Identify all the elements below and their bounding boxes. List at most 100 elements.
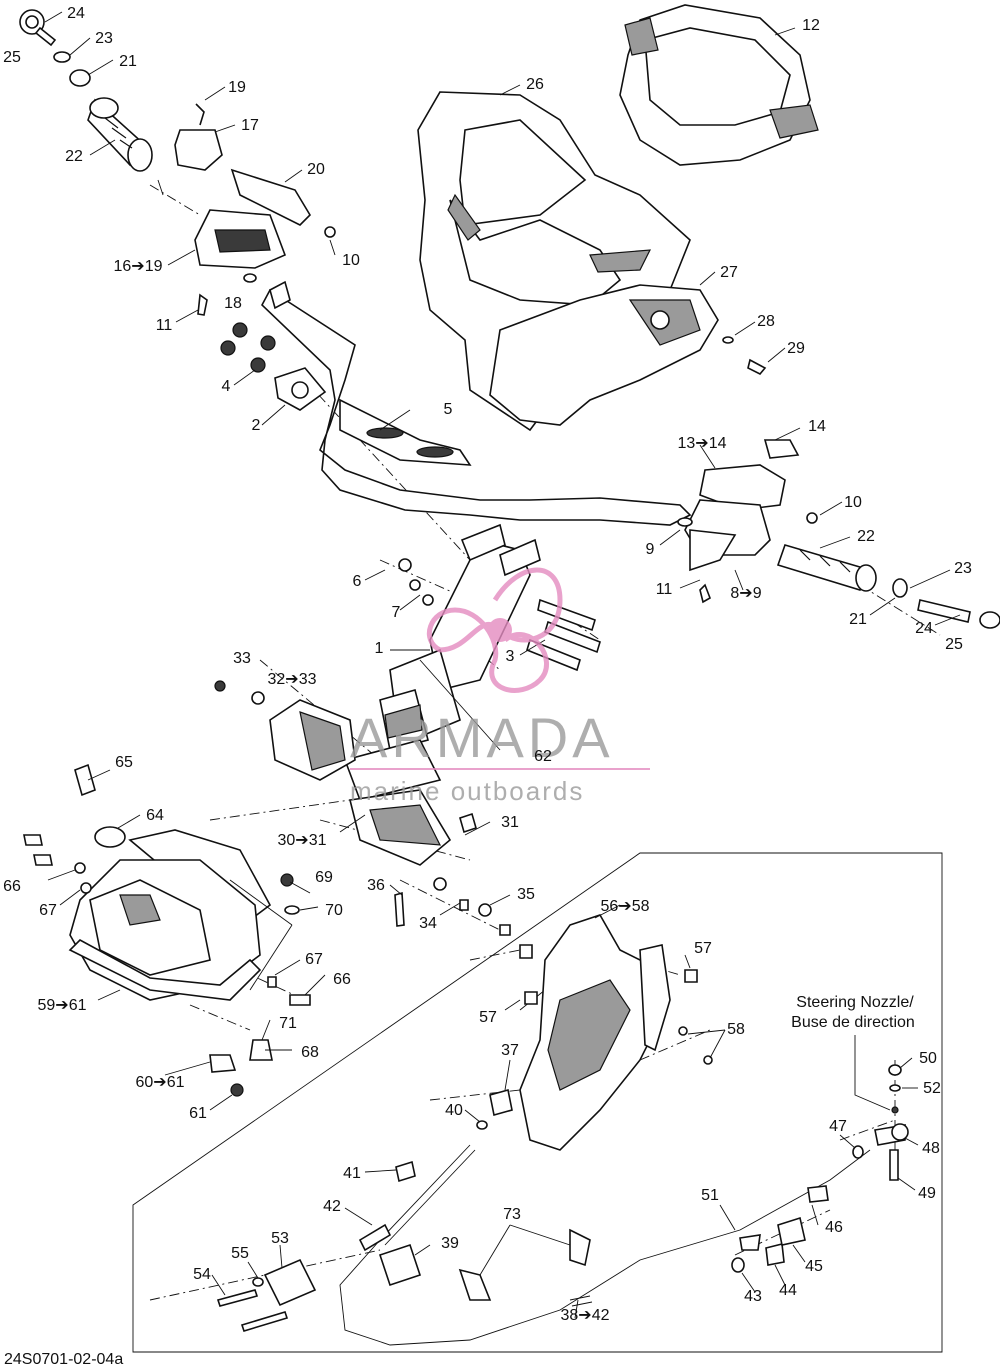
part-callout: 12 — [802, 17, 820, 34]
watermark-emblem-dot — [488, 618, 512, 642]
part-callout: 4 — [222, 378, 231, 395]
part-callout: 35 — [517, 886, 535, 903]
part-callout: 26 — [526, 76, 544, 93]
handlebar-fasteners — [220, 322, 327, 411]
part-callout: 38➔42 — [561, 1307, 610, 1324]
part-callout: 66 — [3, 878, 21, 895]
part-callout: 46 — [825, 1219, 843, 1236]
leader-lines — [44, 11, 961, 1319]
part-callout: 6 — [353, 573, 362, 590]
note-line-1: Steering Nozzle/ — [796, 994, 914, 1011]
part-callout: 27 — [720, 264, 738, 281]
part-callout: 28 — [757, 313, 775, 330]
part-callout: 45 — [805, 1258, 823, 1275]
left-grip-assembly — [19, 9, 336, 316]
part-callout: 50 — [919, 1050, 937, 1067]
part-callout: 53 — [271, 1230, 289, 1247]
part-callout: 5 — [444, 401, 453, 418]
part-callout: 17 — [241, 117, 259, 134]
part-callout: 55 — [231, 1245, 249, 1262]
part-callout: 44 — [779, 1282, 797, 1299]
part-callout: 66 — [333, 971, 351, 988]
column-brackets — [214, 680, 511, 936]
part-callout: 40 — [445, 1102, 463, 1119]
part-callout: 11 — [656, 581, 673, 598]
part-callout: 59➔61 — [38, 997, 87, 1014]
part-callout: 13➔14 — [678, 435, 727, 452]
part-callout: 34 — [419, 915, 437, 932]
handlebar — [261, 280, 692, 526]
part-callout: 31 — [501, 814, 519, 831]
part-callout: 23 — [95, 30, 113, 47]
part-callout: 51 — [701, 1187, 719, 1204]
part-callout: 2 — [252, 417, 261, 434]
part-callout: 58 — [727, 1021, 745, 1038]
part-callout: 73 — [503, 1206, 521, 1223]
part-callout: 62 — [534, 748, 552, 765]
part-callout: 22 — [857, 528, 875, 545]
lower-housing-assembly — [23, 763, 311, 1097]
note-line-2: Buse de direction — [791, 1014, 915, 1031]
part-callout: 7 — [392, 604, 401, 621]
part-callout: 32➔33 — [268, 671, 317, 688]
watermark-brand: ARMADA — [350, 706, 614, 769]
part-callout: 61 — [189, 1105, 207, 1122]
part-callout: 67 — [305, 951, 323, 968]
part-callout: 24 — [915, 620, 933, 637]
drawing-id: 24S0701-02-04a — [4, 1351, 123, 1368]
part-callout: 20 — [307, 161, 325, 178]
part-callout: 54 — [193, 1266, 211, 1283]
part-callout: 43 — [744, 1288, 762, 1305]
watermark-logo: ARMADA marine outboards — [350, 567, 650, 806]
part-callout: 39 — [441, 1235, 459, 1252]
part-callout: 36 — [367, 877, 385, 894]
part-callout: 42 — [323, 1198, 341, 1215]
cable-section-frame — [132, 852, 943, 1353]
part-callout: 24 — [67, 5, 85, 22]
part-callout: 49 — [918, 1185, 936, 1202]
part-callout: 64 — [146, 807, 164, 824]
part-callout: 48 — [922, 1140, 940, 1157]
part-callout: 33 — [233, 650, 251, 667]
part-callout: 69 — [315, 869, 333, 886]
part-callout: 52 — [923, 1080, 941, 1097]
part-callout: 71 — [279, 1015, 297, 1032]
part-callout: 23 — [954, 560, 972, 577]
part-callout: 60➔61 — [136, 1074, 185, 1091]
part-callout: 70 — [325, 902, 343, 919]
part-callout: 9 — [646, 541, 655, 558]
right-grip-assembly — [677, 439, 1000, 629]
part-callout: 16➔19 — [114, 258, 163, 275]
shield-12 — [619, 4, 819, 166]
part-callout: 11 — [156, 317, 173, 334]
watermark-emblem — [426, 567, 563, 693]
steering-cable-assembly — [216, 1064, 909, 1346]
part-callout: 19 — [228, 79, 246, 96]
part-callout: 1 — [375, 640, 384, 657]
part-callout: 14 — [808, 418, 826, 435]
watermark-rule — [350, 768, 650, 770]
lower-cover-27 — [489, 284, 767, 426]
part-callout: 29 — [787, 340, 805, 357]
part-callout: 25 — [945, 636, 963, 653]
part-callout: 68 — [301, 1044, 319, 1061]
part-callout: 47 — [829, 1118, 847, 1135]
part-callout: 57 — [694, 940, 712, 957]
watermark-tagline: marine outboards — [350, 776, 584, 806]
part-callout: 10 — [342, 252, 360, 269]
part-callout: 56➔58 — [601, 898, 650, 915]
part-callout: 37 — [501, 1042, 519, 1059]
callout-labels: 24252321221917201016➔1918114251226272829… — [3, 5, 972, 1324]
part-callout: 22 — [65, 148, 83, 165]
part-callout: 21 — [849, 611, 867, 628]
part-callout: 30➔31 — [278, 832, 327, 849]
part-callout: 25 — [3, 49, 21, 66]
steering-column — [343, 523, 601, 801]
upper-cover-26 — [417, 91, 691, 432]
cable-support-bracket — [519, 914, 713, 1151]
part-callout: 10 — [844, 494, 862, 511]
part-callout: 18 — [224, 295, 242, 312]
part-callout: 21 — [119, 53, 137, 70]
part-callout: 67 — [39, 902, 57, 919]
